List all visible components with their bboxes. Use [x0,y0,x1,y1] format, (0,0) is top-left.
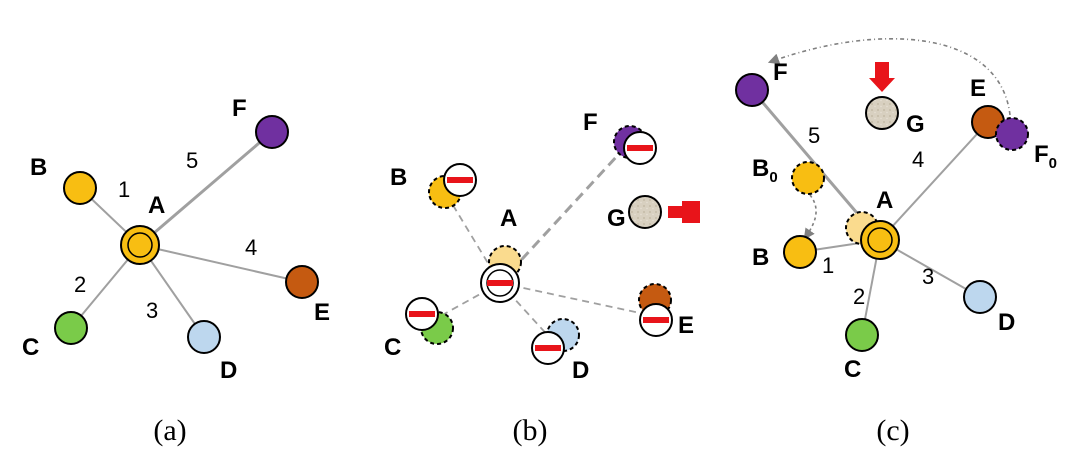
node-e [285,265,319,299]
node-c [54,311,88,345]
edge-label-c-3: 3 [922,264,934,289]
move-arrow-f [767,38,1011,116]
label-a: A [148,192,165,219]
blocked-node-b [443,163,477,197]
edge-c-a-e [879,121,989,241]
edge-a-f [139,130,273,247]
node-c-f [735,73,769,107]
label-b-b: B [390,164,407,191]
blocked-node-f [623,131,657,165]
label-c-a: A [876,187,893,214]
move-arrow-b [803,194,817,240]
label-c-e: E [970,75,986,102]
edge-label-4: 4 [245,235,257,260]
label-e: E [314,299,330,326]
node-a [120,225,160,265]
edge-label-c-1: 1 [822,253,834,278]
label-b-e: E [678,312,694,339]
label-c-b0: B0 [752,155,778,186]
node-c-b [783,235,817,269]
panel-b: A B C D E F G (b) [384,109,700,447]
blocked-node-e [639,303,673,337]
node-b [63,171,97,205]
panel-c: A B C D E F G B0 F0 1 2 3 4 5 (c) [735,38,1057,447]
node-d [187,320,221,354]
node-c-d [963,280,997,314]
blocked-node-d [531,331,565,365]
panel-a: A B C D E F 1 2 3 4 5 (a) [22,95,330,447]
node-c-a [860,220,900,260]
node-f [255,115,289,149]
ghost-node-b0 [791,161,825,195]
edge-b-a-e [499,282,655,317]
blocked-node-c [405,297,439,331]
label-b: B [30,154,47,181]
node-c-g [865,96,899,130]
caption-b: (b) [513,414,548,447]
node-c-c [845,318,879,352]
label-b-g: G [607,205,626,232]
label-c-f: F [773,59,788,86]
label-d: D [220,357,237,384]
edge-label-3: 3 [146,298,158,323]
label-c-g: G [906,111,925,138]
red-arrow-left-icon [668,201,700,223]
edge-label-1: 1 [118,177,130,202]
edge-label-5: 5 [186,148,198,173]
label-b-d: D [572,357,589,384]
edge-label-c-5: 5 [808,123,820,148]
edge-label-c-2: 2 [853,284,865,309]
label-c-f0: F0 [1034,141,1057,172]
label-c-b: B [752,244,769,271]
blocked-node-a [480,263,520,303]
node-g-new [628,195,662,229]
edge-label-2: 2 [74,272,86,297]
label-b-c: C [384,334,401,361]
edge-a-e [139,244,303,283]
label-c: C [22,334,39,361]
label-f: F [232,95,247,122]
label-b-f: F [583,109,598,136]
ghost-node-f0 [995,117,1029,151]
edge-label-c-4: 4 [912,147,924,172]
caption-a: (a) [153,414,186,447]
label-c-c: C [844,356,861,383]
label-b-a: A [500,205,517,232]
label-c-d: D [998,309,1015,336]
red-arrow-down-icon [869,62,895,92]
caption-c: (c) [876,414,909,447]
